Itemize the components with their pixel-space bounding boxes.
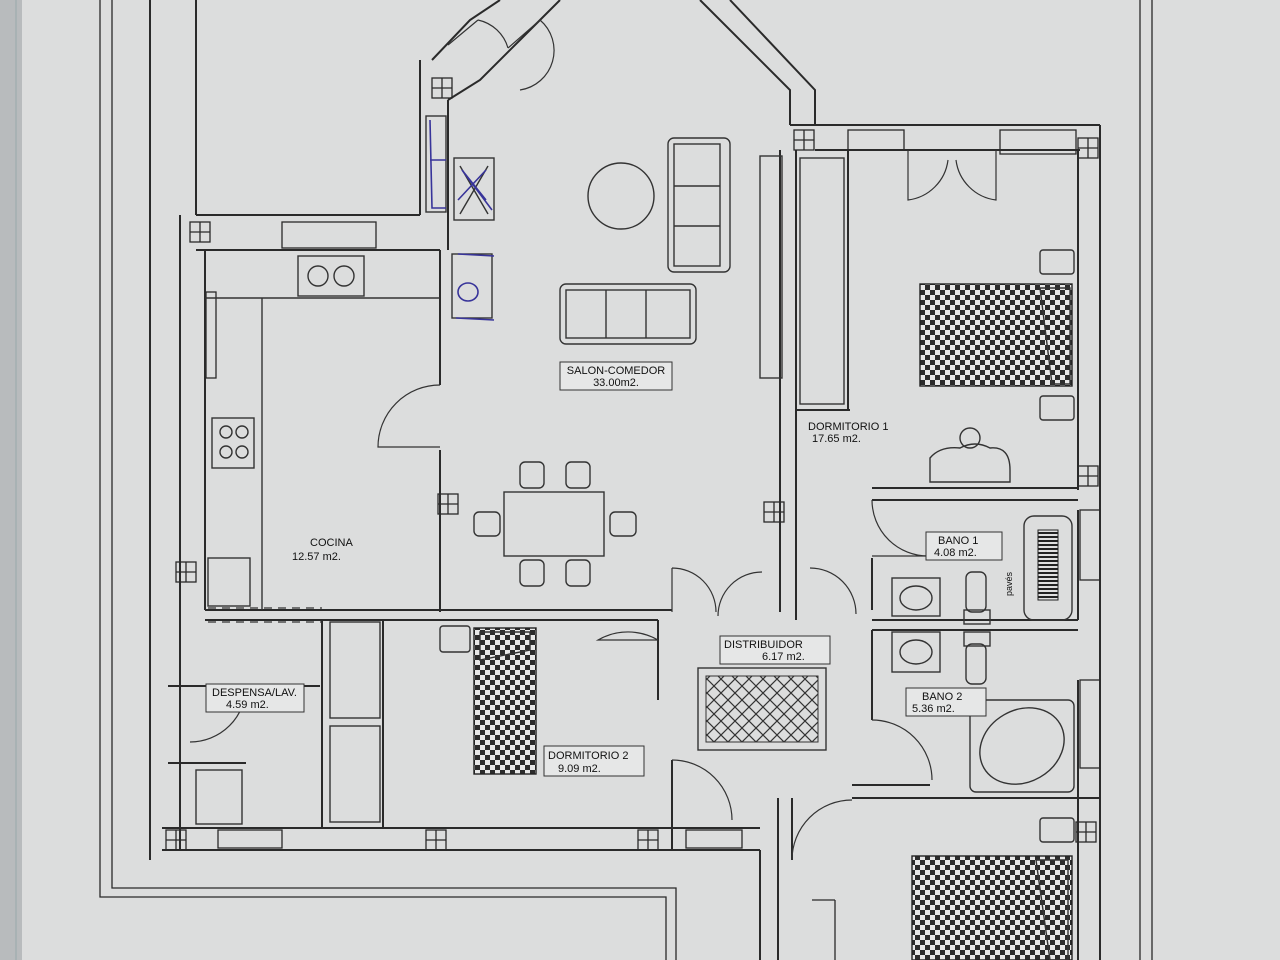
room-name: BANO 2 <box>922 691 962 703</box>
room-name: COCINA <box>310 537 353 549</box>
room-area: 33.00m2. <box>593 377 639 389</box>
column-markers <box>165 77 1101 851</box>
room-label-dormitorio-2: DORMITORIO 2 9.09 m2. <box>543 745 645 777</box>
toilet-icon <box>965 571 987 613</box>
kitchen-fixtures <box>195 255 440 825</box>
interior-walls <box>168 150 1100 960</box>
bedroom-1-furniture <box>919 249 1075 483</box>
room-label-dormitorio-1: DORMITORIO 1 17.65 m2. <box>808 421 888 445</box>
room-area: 12.57 m2. <box>292 551 341 563</box>
room-name: SALON-COMEDOR <box>567 365 665 377</box>
room-label-salon: SALON-COMEDOR 33.00m2. <box>559 361 673 391</box>
double-bed-icon <box>911 855 1073 960</box>
bedroom-3-furniture <box>911 817 1075 960</box>
bedroom-2-furniture <box>439 625 537 775</box>
room-area: 5.36 m2. <box>912 703 955 715</box>
room-name: DESPENSA/LAV. <box>212 687 297 699</box>
dining-table-icon <box>473 461 637 587</box>
round-table-icon <box>587 162 655 230</box>
washer-icon <box>195 769 243 825</box>
drawing-frame <box>99 0 1153 960</box>
living-furniture <box>473 137 845 751</box>
bath-1-fixtures: pavés <box>891 515 1073 625</box>
room-name: DISTRIBUIDOR <box>724 639 803 651</box>
single-bed-icon <box>473 627 537 775</box>
washbasin-icon <box>891 577 941 617</box>
room-label-bano-2: BANO 2 5.36 m2. <box>905 687 987 717</box>
sofa-icon <box>559 283 697 345</box>
room-name: DORMITORIO 2 <box>548 750 628 762</box>
room-label-distribuidor: DISTRIBUIDOR 6.17 m2. <box>719 635 831 665</box>
bathtub-icon <box>1023 515 1073 621</box>
washbasin-icon <box>899 639 933 665</box>
sink-icon <box>297 255 365 297</box>
wardrobe-icon <box>759 155 783 379</box>
room-label-cocina: COCINA 12.57 m2. <box>292 537 353 563</box>
room-area: 17.65 m2. <box>812 433 861 445</box>
ink-annotation <box>429 119 446 209</box>
dashed-marker <box>208 607 322 623</box>
exterior-walls <box>149 0 1101 960</box>
double-bed-icon <box>919 283 1073 387</box>
bath-2-fixtures <box>891 631 1075 793</box>
rug-pattern <box>705 675 819 743</box>
paper-sheet <box>22 0 1280 960</box>
hall-rug <box>697 667 827 751</box>
room-name: BANO 1 <box>938 535 978 547</box>
toilet-icon <box>965 643 987 685</box>
sofa-icon <box>667 137 731 273</box>
room-label-despensa: DESPENSA/LAV. 4.59 m2. <box>205 683 305 713</box>
room-name: DORMITORIO 1 <box>808 421 888 433</box>
room-area: 6.17 m2. <box>762 651 805 663</box>
stove-icon <box>211 417 255 469</box>
room-label-bano-1: BANO 1 4.08 m2. <box>925 531 1003 561</box>
room-area: 4.08 m2. <box>934 547 977 559</box>
binder-edge <box>0 0 22 960</box>
fridge-icon <box>207 557 251 607</box>
room-area: 9.09 m2. <box>558 763 601 775</box>
entry-closet <box>425 115 495 321</box>
bath-side-label: pavés <box>1004 571 1014 596</box>
jacuzzi-icon <box>979 707 1065 785</box>
room-area: 4.59 m2. <box>226 699 269 711</box>
